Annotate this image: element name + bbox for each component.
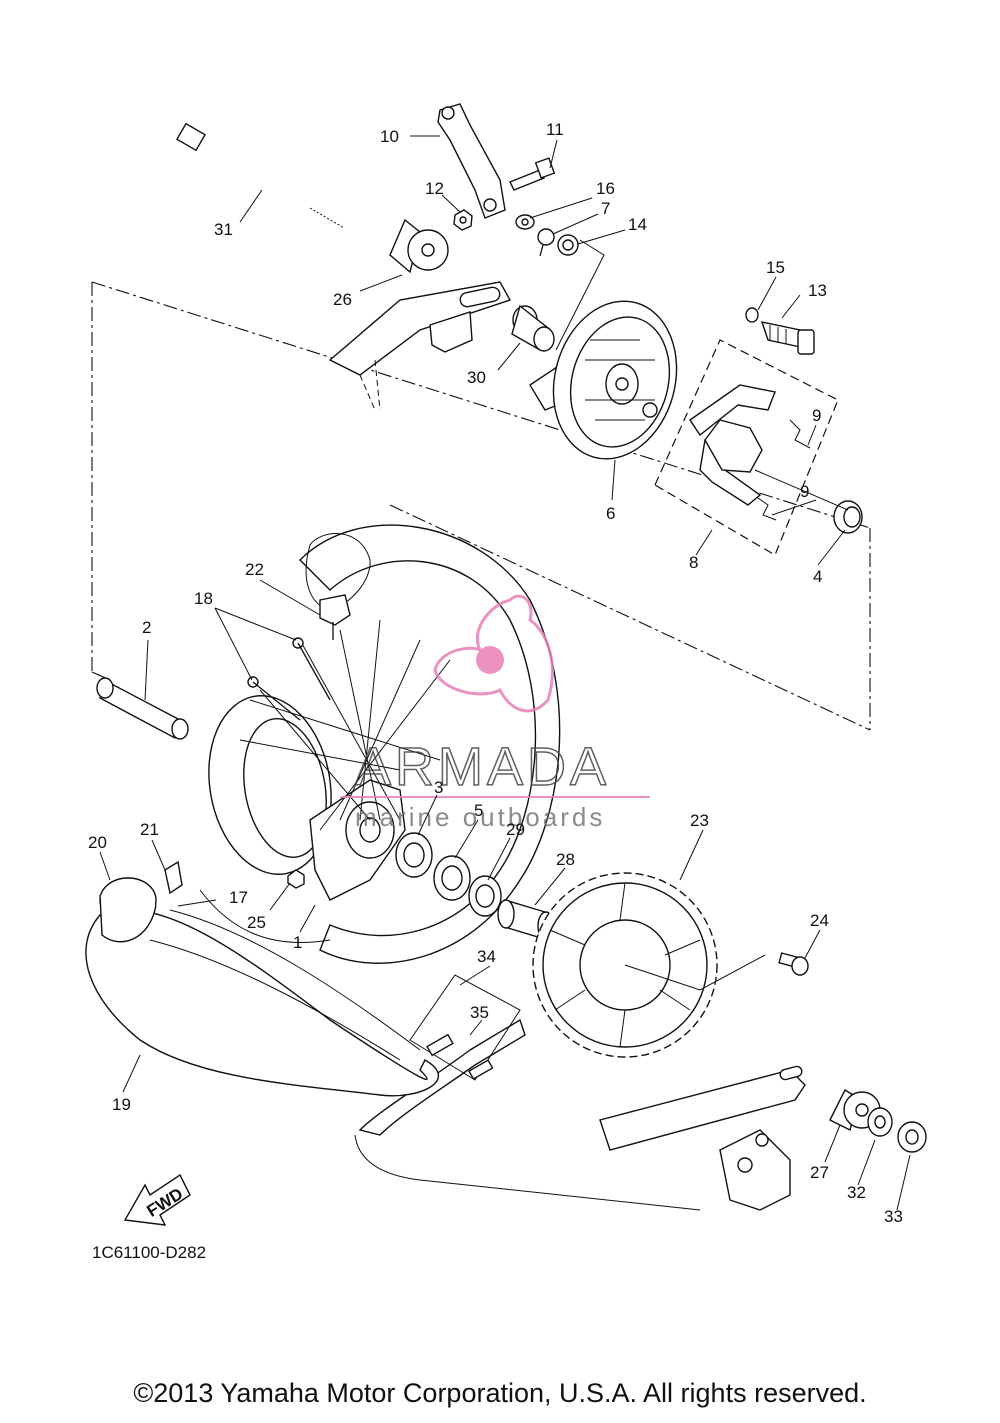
label-19: 19 [112,1095,131,1114]
bearing-4 [833,500,863,534]
swingarm-lower [599,1065,806,1211]
oil-seal-5 [433,855,471,901]
label-2: 2 [142,618,151,637]
axle-part-31 [176,122,345,229]
label-30: 30 [467,368,486,387]
chain-joint-box [409,974,521,1081]
axle-nut-33 [897,1121,927,1153]
drawing-code: 1C61100-D282 [92,1243,206,1262]
label-12: 12 [425,179,444,198]
label-8: 8 [689,553,698,572]
seal-14-leader [555,239,605,351]
label-25: 25 [247,913,266,932]
sprocket-bolt-leader [624,954,766,991]
o-ring-15 [745,307,759,323]
part-labels: 1 2 3 4 5 6 7 8 9 9 10 11 12 13 14 15 16… [88,120,903,1226]
label-26: 26 [333,290,352,309]
label-7: 7 [601,199,610,218]
label-3: 3 [434,778,443,797]
label-21: 21 [140,820,159,839]
label-13: 13 [808,281,827,300]
fwd-arrow-icon: FWD [123,1173,191,1226]
label-20: 20 [88,833,107,852]
label-33: 33 [884,1207,903,1226]
label-5: 5 [474,801,483,820]
label-35: 35 [470,1003,489,1022]
bearing-4-leader [754,469,849,511]
bearing-3 [395,832,433,878]
armada-watermark: ARMADA marine outboards [340,594,650,832]
spacer-2 [96,677,189,740]
rim-lock-22 [319,594,351,640]
nut-25 [287,869,305,889]
label-31: 31 [214,220,233,239]
label-17: 17 [229,888,248,907]
brake-shoe-kit-8 [654,339,839,556]
label-22: 22 [245,560,264,579]
label-6: 6 [606,504,615,523]
washer-32 [867,1107,893,1137]
label-15: 15 [766,258,785,277]
label-9a: 9 [812,406,821,425]
watermark-brand: ARMADA [355,737,610,797]
nut-12 [453,209,473,231]
sprocket-bolt-24 [778,952,809,976]
tube-20 [99,877,157,943]
spokes-18 [247,637,331,721]
label-11: 11 [546,120,564,139]
brake-shoe-plate-6 [529,300,678,460]
cotter-pin-7 [537,228,555,257]
rear-wheel [199,524,561,964]
bolt-11 [509,157,556,191]
label-24: 24 [810,911,829,930]
swingarm-upper [328,281,512,411]
collar-30 [511,304,555,352]
label-16: 16 [596,179,615,198]
label-10: 10 [380,127,399,146]
label-27: 27 [810,1163,829,1182]
seal-14 [557,234,579,256]
tire-19 [85,909,440,1097]
label-34: 34 [477,947,496,966]
label-32: 32 [847,1183,866,1202]
label-29: 29 [506,820,525,839]
copyright-notice: ©2013 Yamaha Motor Corporation, U.S.A. A… [133,1378,867,1408]
washer-16 [515,214,535,230]
label-9b: 9 [800,482,809,501]
label-1: 1 [293,933,302,952]
label-18: 18 [194,589,213,608]
spacer-29 [468,875,502,917]
valve-21 [164,860,183,895]
leader-lines [99,135,911,1211]
master-link-35 [426,1033,494,1080]
label-23: 23 [690,811,709,830]
tension-bar-10 [437,103,506,219]
watermark-tagline: marine outboards [355,802,605,832]
drive-chain-34 [354,1018,701,1211]
label-4: 4 [813,567,822,586]
label-28: 28 [556,850,575,869]
label-14: 14 [628,215,647,234]
brake-camshaft-13 [760,321,815,355]
chain-puller-26 [389,218,449,274]
